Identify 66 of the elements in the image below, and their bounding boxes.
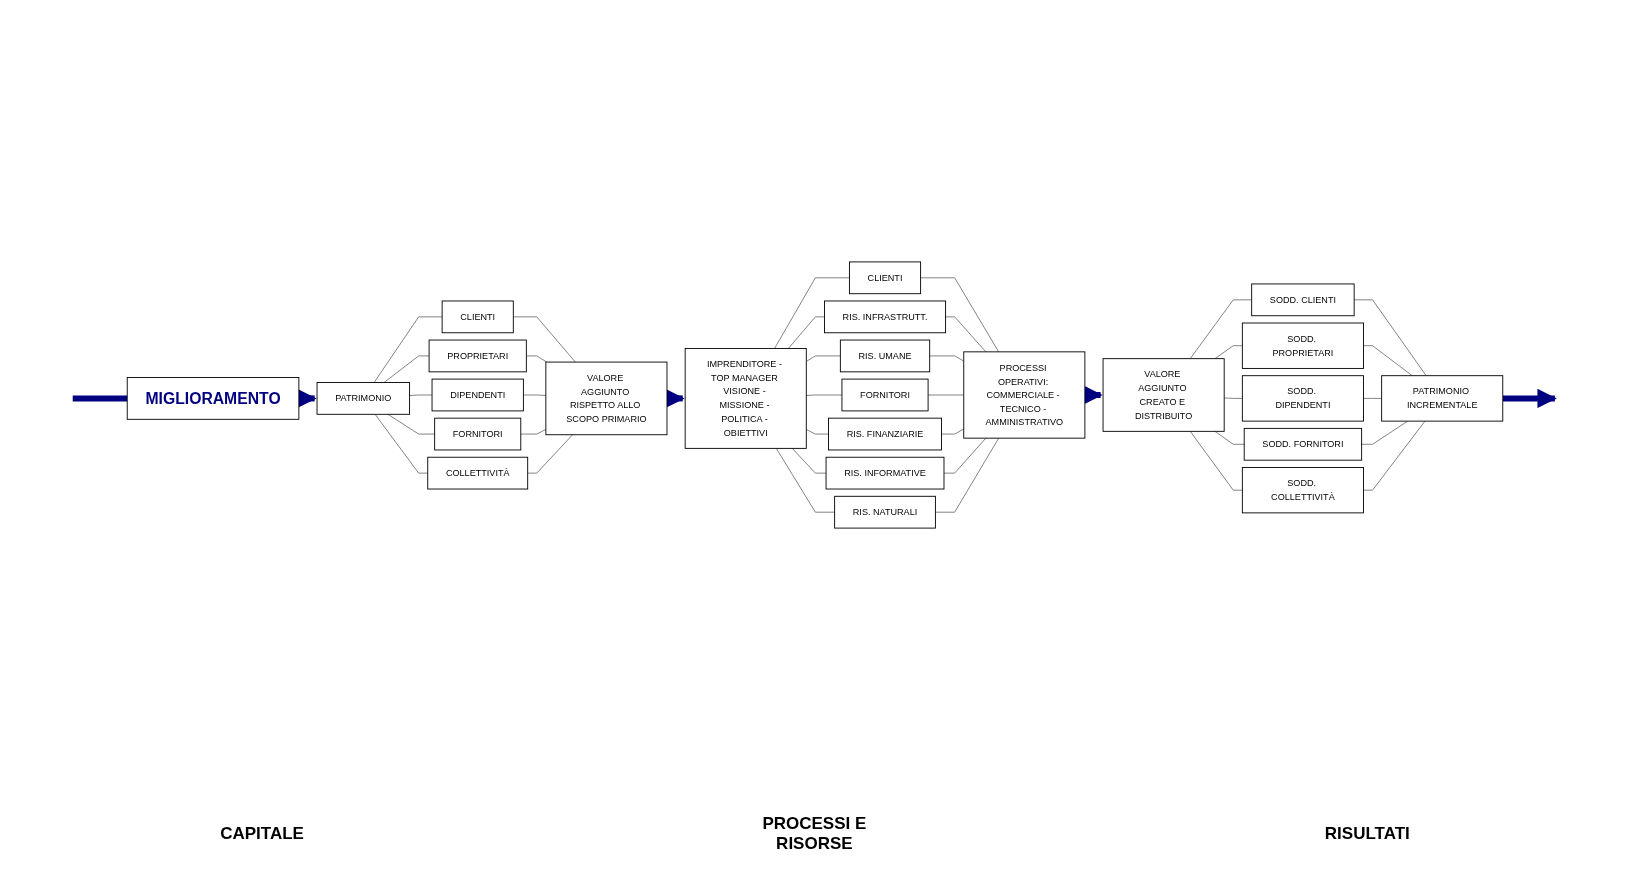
- node-box: PATRIMONIO: [316, 381, 411, 415]
- connector: [1214, 430, 1245, 445]
- connector: [374, 413, 429, 473]
- connector: [805, 355, 841, 362]
- connector: [72, 394, 128, 401]
- arrow: [1502, 388, 1557, 408]
- connector: [776, 447, 835, 512]
- connector: [943, 437, 987, 473]
- connector: [945, 316, 987, 352]
- connector: [929, 355, 965, 361]
- connector: [805, 394, 843, 396]
- connector: [792, 447, 827, 473]
- node-box: CLIENTI: [441, 300, 514, 333]
- section-label: RISULTATI: [1324, 824, 1410, 844]
- connector: [920, 277, 999, 352]
- section-label: CAPITALE: [220, 824, 304, 844]
- node-box: CLIENTI: [848, 260, 922, 294]
- node-box: PATRIMONIO INCREMENTALE: [1381, 374, 1504, 422]
- connector: [527, 433, 573, 473]
- arrow: [297, 388, 317, 408]
- connector: [927, 394, 965, 395]
- connector: [774, 277, 850, 349]
- section-label: PROCESSI E RISORSE: [761, 814, 868, 854]
- connector: [1214, 344, 1243, 359]
- node-box: SODD. FORNITORI: [1243, 427, 1363, 461]
- node-box: PROCESSI OPERATIVI: COMMERCIALE - TECNICO - AMMINISTRATIVO: [963, 350, 1086, 439]
- node-box: VALORE AGGIUNTO CREATO E DISTRIBUITO: [1102, 357, 1225, 432]
- connector: [383, 355, 430, 383]
- connector: [520, 428, 547, 434]
- connector: [526, 355, 548, 362]
- connector: [805, 428, 829, 434]
- node-box: SODD. PROPRIETARI: [1241, 322, 1364, 369]
- node-box: RIS. INFORMATIVE: [825, 456, 945, 489]
- node-box: RIS. INFRASTRUTT.: [824, 300, 947, 333]
- node-box: FORNITORI: [841, 378, 929, 411]
- node-box: RIS. NATURALI: [834, 495, 936, 529]
- connector: [373, 316, 443, 383]
- node-box: COLLETTIVITÀ: [427, 456, 529, 489]
- connector: [523, 394, 547, 396]
- connector: [387, 413, 435, 434]
- node-box: IMPRENDITORE - TOP MANAGER VISIONE - MISSIONE - POLITICA - OBIETTIVI: [684, 347, 807, 449]
- node-box: RIS. UMANE: [839, 339, 931, 372]
- node-box: DIPENDENTI: [431, 378, 524, 411]
- node-box: SODD. CLIENTI: [1251, 283, 1355, 316]
- connector: [788, 316, 825, 349]
- connector: [409, 394, 433, 396]
- connector: [1361, 420, 1409, 445]
- node-box: SODD. DIPENDENTI: [1241, 374, 1364, 422]
- connector: [1363, 344, 1413, 376]
- node-box: RIS. FINANZIARIE: [828, 417, 942, 450]
- arrow: [1083, 384, 1103, 405]
- connector: [1353, 299, 1427, 376]
- connector: [1189, 430, 1243, 490]
- connector: [1189, 299, 1252, 359]
- node-box: SODD. COLLETTIVITÀ: [1241, 466, 1364, 513]
- node-box: VALORE AGGIUNTO RISPETTO ALLO SCOPO PRIMARIO: [545, 361, 668, 435]
- connector: [1363, 397, 1382, 399]
- node-box: MIGLIORAMENTO: [126, 376, 300, 420]
- connector: [513, 316, 576, 362]
- arrow: [665, 388, 685, 408]
- connector: [935, 437, 999, 512]
- node-box: PROPRIETARI: [428, 339, 527, 372]
- connector: [1223, 397, 1243, 399]
- connector: [1363, 420, 1426, 490]
- node-box: FORNITORI: [434, 417, 522, 450]
- connector: [941, 428, 965, 434]
